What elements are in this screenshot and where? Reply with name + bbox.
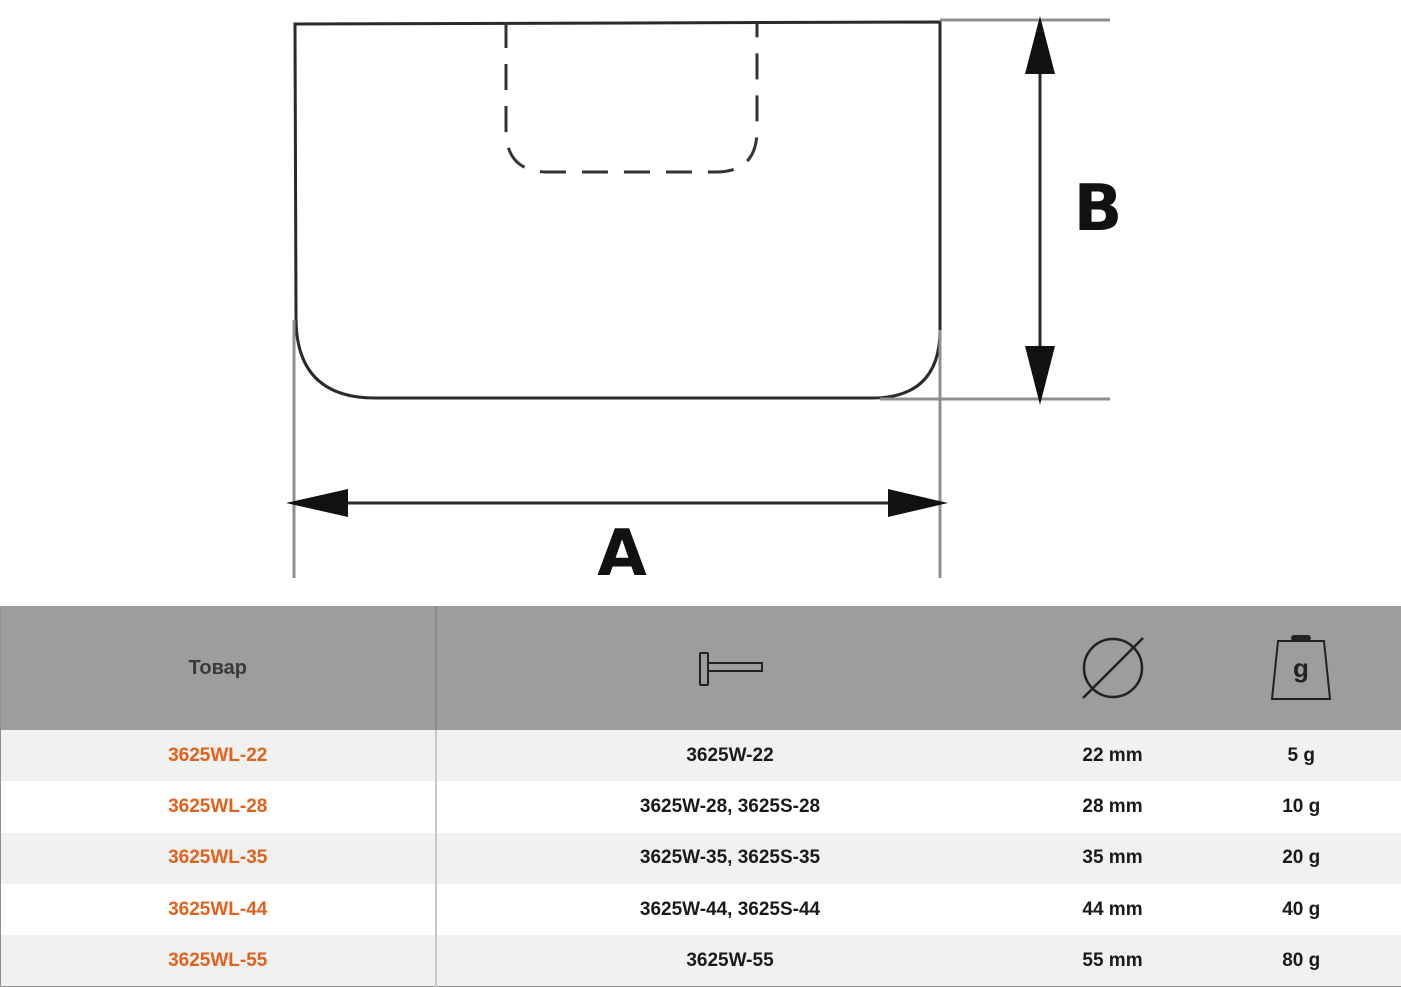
dimension-a-label: A xyxy=(597,517,647,591)
dimension-b-label: B xyxy=(1074,172,1123,246)
hidden-cutout-outline xyxy=(504,22,759,174)
table-row: 3625WL-44 3625W-44, 3625S-44 44 mm 40 g xyxy=(0,883,1401,936)
spec-table: Товар g xyxy=(0,606,1401,987)
table-header-row: Товар g xyxy=(0,606,1401,730)
weight-icon-letter: g xyxy=(1293,653,1309,683)
hammer-icon xyxy=(699,652,763,686)
compatible-cell: 3625W-22 xyxy=(686,744,774,766)
header-diameter xyxy=(1024,606,1202,730)
weight-cell: 5 g xyxy=(1287,744,1315,766)
product-code-link[interactable]: 3625WL-44 xyxy=(0,883,437,936)
table-row: 3625WL-35 3625W-35, 3625S-35 35 mm 20 g xyxy=(0,832,1401,884)
weight-icon: g xyxy=(1271,635,1332,700)
weight-cell: 10 g xyxy=(1282,795,1321,817)
diameter-icon xyxy=(1081,637,1144,699)
product-code-link[interactable]: 3625WL-55 xyxy=(0,935,437,987)
part-outline xyxy=(293,20,942,400)
weight-cell: 20 g xyxy=(1282,847,1321,869)
product-code-link[interactable]: 3625WL-28 xyxy=(0,781,437,833)
compatible-cell: 3625W-28, 3625S-28 xyxy=(639,795,821,817)
dimension-drawing: A B xyxy=(286,16,1123,591)
product-code-link[interactable]: 3625WL-22 xyxy=(0,730,437,782)
header-tool xyxy=(436,606,1024,730)
diameter-cell: 22 mm xyxy=(1082,744,1143,766)
diameter-cell: 28 mm xyxy=(1082,795,1143,817)
weight-cell: 40 g xyxy=(1282,898,1321,920)
diameter-cell: 55 mm xyxy=(1082,949,1143,971)
compatible-cell: 3625W-35, 3625S-35 xyxy=(639,847,821,869)
dimension-a-arrow xyxy=(286,489,948,517)
diameter-cell: 35 mm xyxy=(1082,847,1143,869)
dimension-b-arrow xyxy=(1025,16,1055,405)
table-row: 3625WL-22 3625W-22 22 mm 5 g xyxy=(0,730,1401,782)
weight-cell: 80 g xyxy=(1282,949,1321,971)
extension-lines xyxy=(292,18,1110,578)
product-code-link[interactable]: 3625WL-35 xyxy=(0,832,437,884)
header-product: Товар xyxy=(0,606,437,730)
table-row: 3625WL-55 3625W-55 55 mm 80 g xyxy=(0,935,1401,987)
table-row: 3625WL-28 3625W-28, 3625S-28 28 mm 10 g xyxy=(0,781,1401,833)
compatible-cell: 3625W-55 xyxy=(686,949,774,971)
diameter-cell: 44 mm xyxy=(1082,898,1143,920)
header-weight: g xyxy=(1202,606,1401,730)
compatible-cell: 3625W-44, 3625S-44 xyxy=(639,898,821,920)
